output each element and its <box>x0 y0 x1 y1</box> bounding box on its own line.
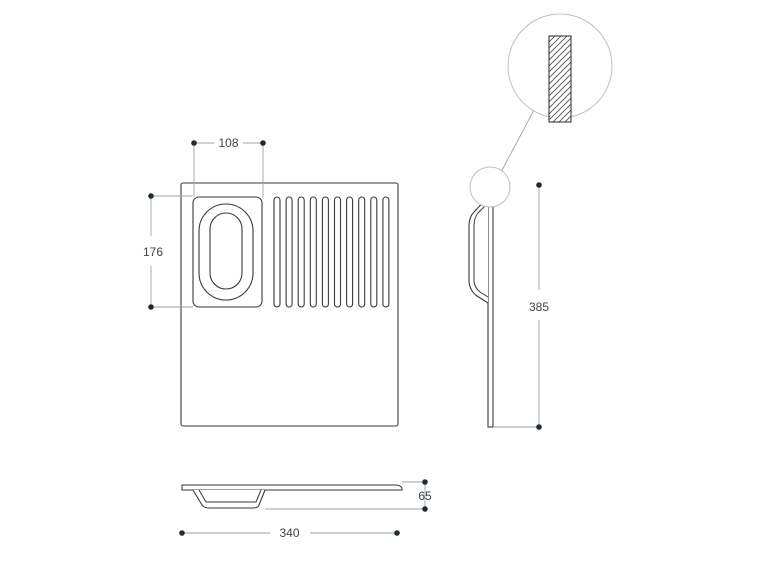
dim-dot <box>536 182 542 188</box>
dim-dot <box>191 140 197 146</box>
hatch-line <box>549 146 571 168</box>
drain-groove <box>297 196 305 308</box>
hatch-line <box>549 43 571 67</box>
hatch-line <box>549 85 571 109</box>
front-view <box>180 182 399 427</box>
detail-small-circle <box>469 166 511 208</box>
hatch-line <box>549 152 571 174</box>
drain-groove <box>333 196 342 308</box>
hatch-line <box>552 103 571 122</box>
dim-dot <box>422 479 428 485</box>
drain-grooves <box>273 196 390 308</box>
hatch-line <box>570 121 571 122</box>
drain-groove <box>273 196 281 308</box>
dim-total-width: 340 <box>179 526 400 540</box>
hatch-line <box>549 91 571 115</box>
edge-recess-inner <box>198 489 262 503</box>
hatch-line <box>549 164 571 186</box>
drain-groove <box>370 196 378 308</box>
hatch-line <box>549 37 571 61</box>
dim-dot <box>148 304 154 310</box>
recess-oval-inner <box>209 212 243 290</box>
drain-groove <box>382 196 390 308</box>
dim-dot <box>422 506 428 512</box>
drain-groove <box>309 196 317 308</box>
hatch-line <box>558 109 571 122</box>
hatch-line <box>549 49 571 73</box>
dim-total-height: 385 <box>493 182 549 430</box>
dim-dot <box>179 530 185 536</box>
hatch-line <box>549 97 571 121</box>
drain-groove <box>358 196 366 308</box>
dim-label-compartment-height: 176 <box>143 245 163 259</box>
detail-section-hatch <box>549 36 571 186</box>
dim-depth: 65 <box>265 479 432 512</box>
dim-label-total-width: 340 <box>279 526 299 540</box>
dim-compartment-width: 108 <box>191 136 266 197</box>
drain-groove <box>285 196 293 308</box>
dim-dot <box>536 424 542 430</box>
recess-compartment <box>192 196 263 308</box>
hatch-line <box>549 61 571 85</box>
hatch-line <box>549 36 568 55</box>
dim-dot <box>148 193 154 199</box>
dim-label-depth: 65 <box>418 489 432 503</box>
dim-dot <box>260 140 266 146</box>
drain-groove <box>346 196 354 308</box>
side-board-outline <box>487 183 494 428</box>
hatch-line <box>549 36 556 43</box>
drain-groove <box>321 196 329 308</box>
hatch-line <box>549 158 571 180</box>
side-view <box>468 183 494 428</box>
edge-recess-profile <box>192 489 266 509</box>
hatch-line <box>549 128 571 150</box>
hatch-line <box>549 55 571 79</box>
dim-compartment-height: 176 <box>143 193 193 310</box>
side-recess-inner <box>473 202 489 298</box>
hatch-line <box>549 73 571 97</box>
dim-dot <box>394 530 400 536</box>
hatch-line <box>549 67 571 91</box>
edge-view <box>181 484 403 509</box>
hatch-line <box>549 36 562 49</box>
detail-callout <box>469 13 613 208</box>
hatch-line <box>549 140 571 162</box>
hatch-line <box>564 115 571 122</box>
edge-board-outline <box>181 484 403 491</box>
dim-label-compartment-width: 108 <box>218 136 238 150</box>
hatch-line <box>549 79 571 103</box>
detail-leader-line <box>499 109 535 175</box>
dim-label-total-height: 385 <box>529 300 549 314</box>
hatch-line <box>549 134 571 156</box>
